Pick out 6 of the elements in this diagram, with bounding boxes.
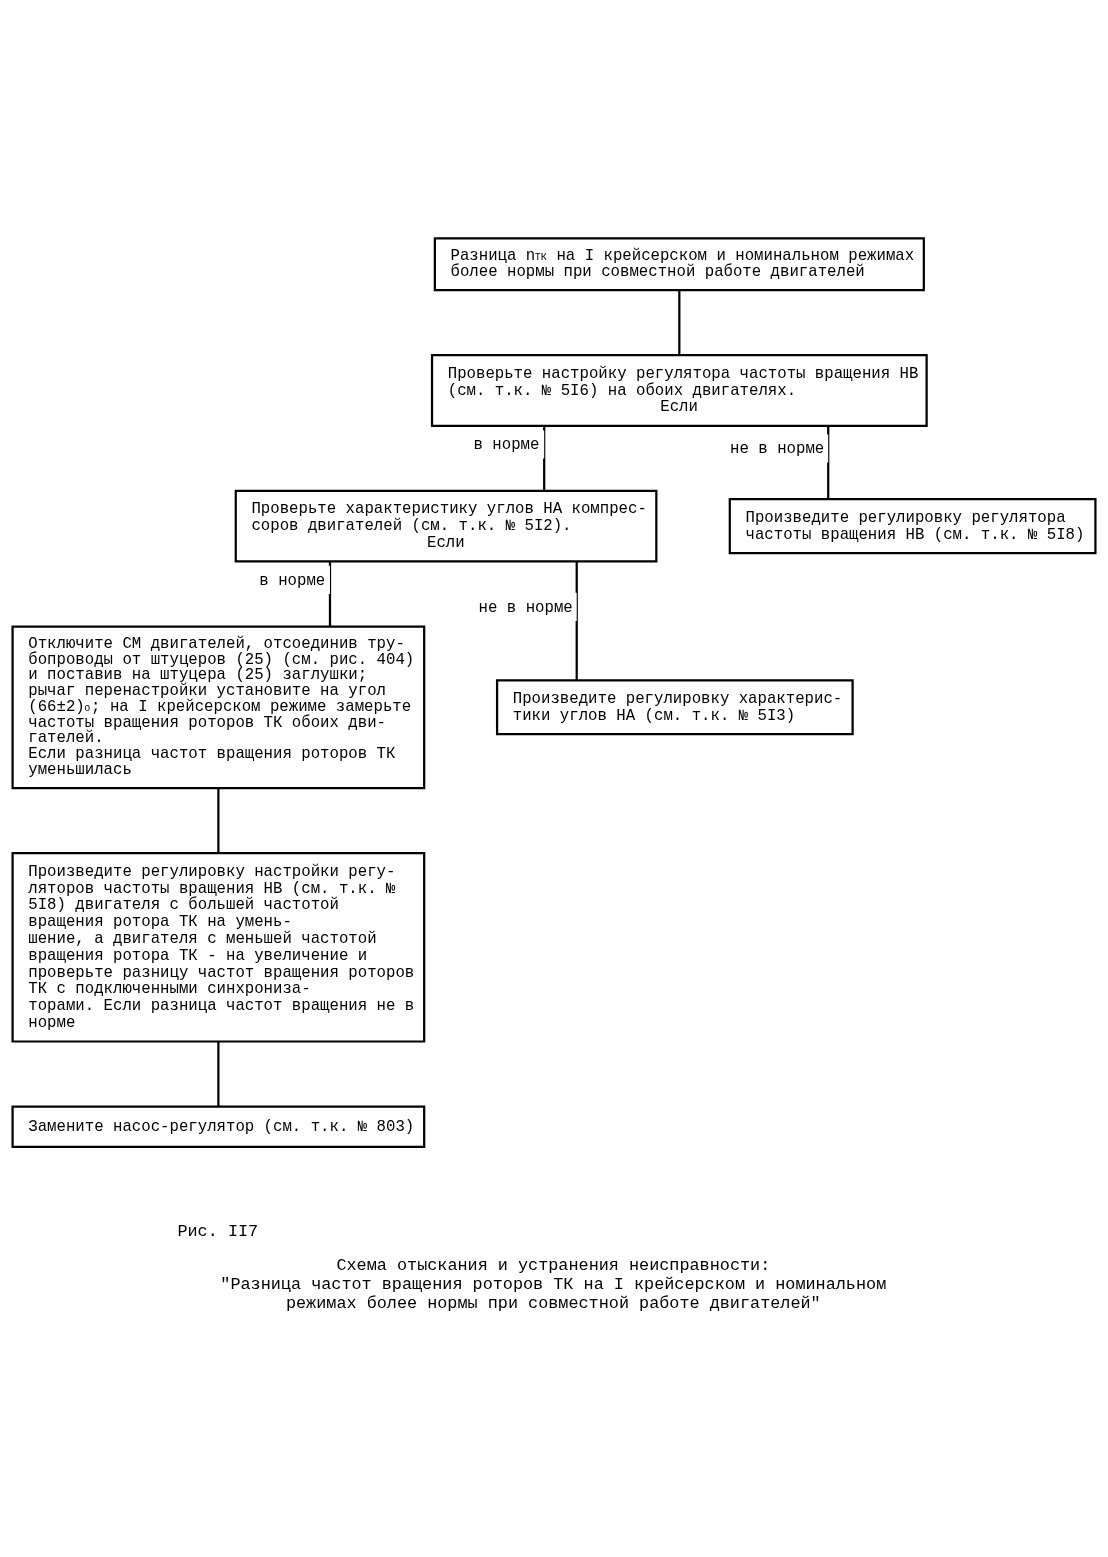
- edge-label: в норме: [473, 436, 540, 455]
- edge-label: не в норме: [730, 440, 825, 459]
- edge-label: не в норме: [478, 598, 573, 617]
- edge-label: в норме: [259, 571, 326, 590]
- label: Рис. II7: [177, 1222, 259, 1242]
- caption: Схема отыскания и устранения неисправности: "Разница частот вращения роторов ТК на I крейсерском и номинальном режимах более нормы при совместной работе двигателей": [220, 1256, 887, 1314]
